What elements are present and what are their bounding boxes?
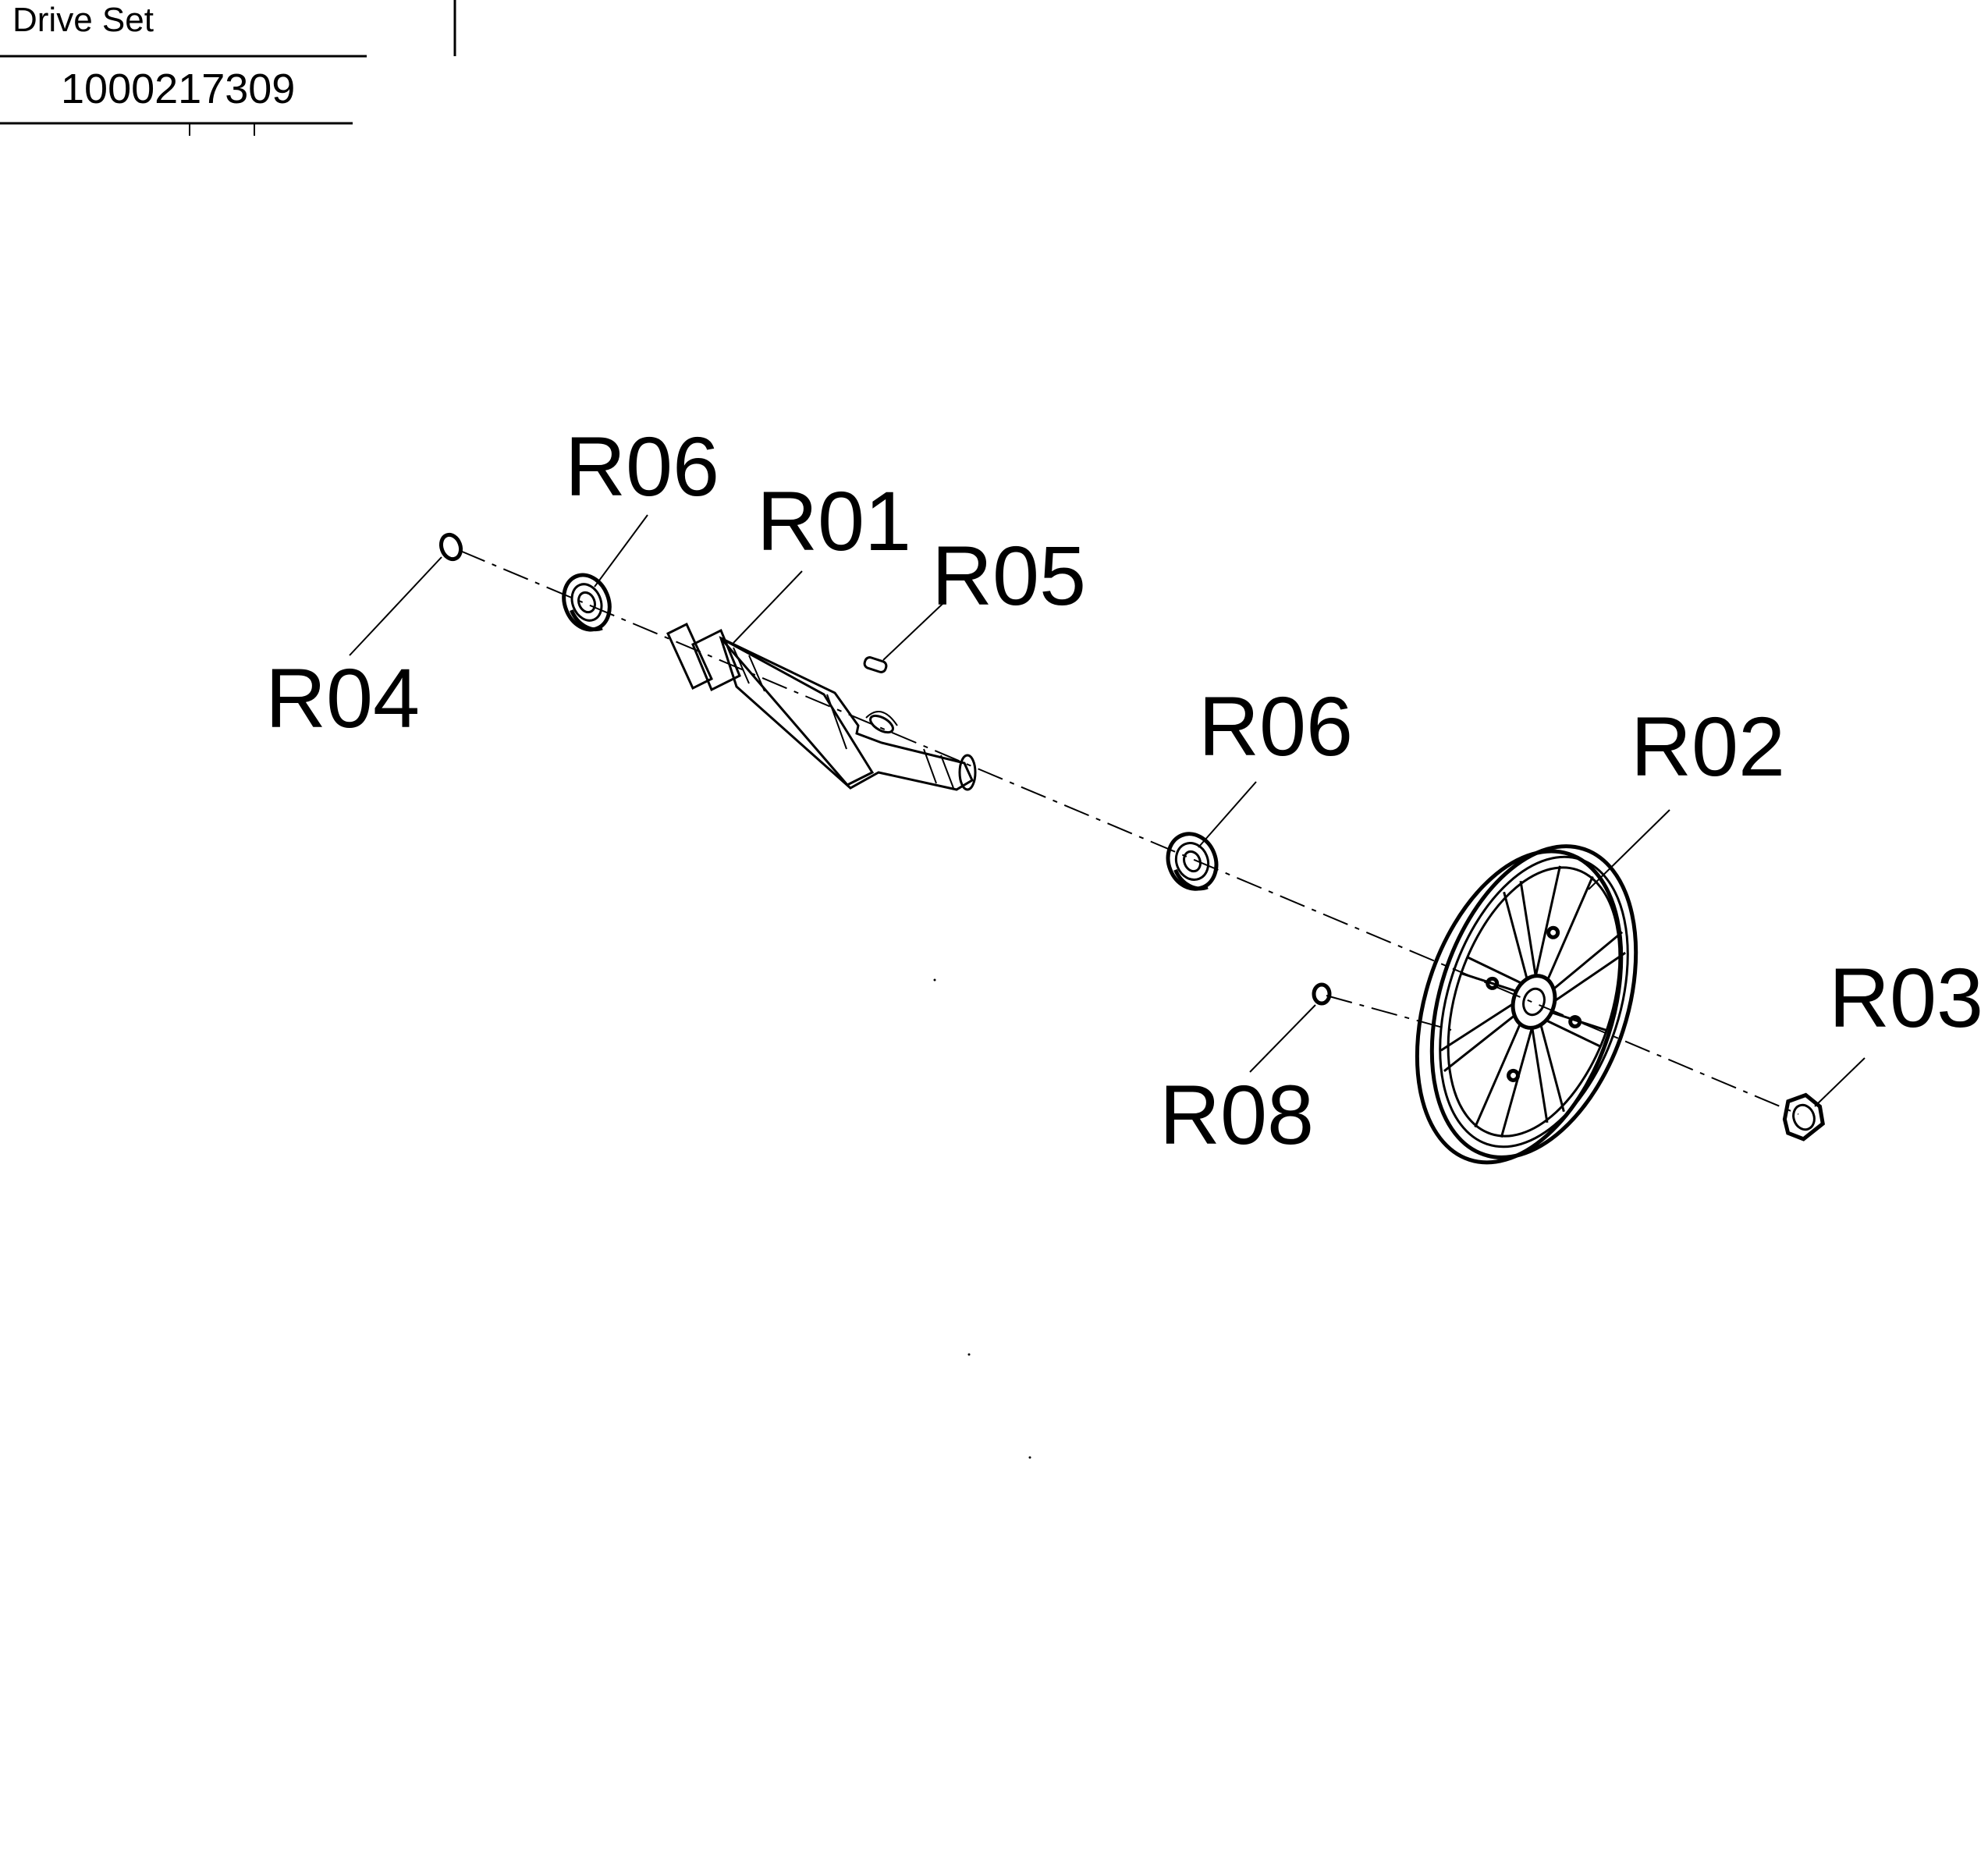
- callout-r02: R02: [1631, 699, 1785, 793]
- pulley-wheel-icon: [1415, 844, 1638, 1165]
- title-block: Drive Set 1000217309: [0, 0, 456, 136]
- leader-lines: [349, 514, 1866, 1107]
- key-icon: [863, 656, 888, 673]
- shaft-icon: [666, 622, 977, 791]
- callout-r08: R08: [1159, 1067, 1314, 1162]
- callout-r06-top: R06: [565, 419, 719, 513]
- part-number: 1000217309: [61, 66, 295, 112]
- center-axis-line: [460, 550, 1799, 1115]
- retaining-ring-icon: [438, 532, 463, 562]
- bearing-icon: [562, 573, 612, 632]
- callout-r03: R03: [1829, 950, 1983, 1045]
- hex-nut-icon: [1782, 1092, 1825, 1141]
- bearing-icon: [1166, 832, 1219, 891]
- callout-r06-mid: R06: [1198, 679, 1353, 773]
- callout-r04: R04: [265, 651, 420, 745]
- scan-speck: [1028, 1456, 1031, 1459]
- callout-r05: R05: [932, 528, 1086, 623]
- callout-labels: R06 R01 R05 R04 R06 R02 R03 R08: [265, 419, 1983, 1162]
- set-screw-axis-line: [1326, 995, 1452, 1031]
- scan-speck: [967, 1353, 971, 1356]
- callout-r01: R01: [757, 474, 911, 568]
- scan-speck: [933, 978, 936, 982]
- set-screw-icon: [1312, 982, 1332, 1006]
- drawing-title: Drive Set: [12, 1, 154, 39]
